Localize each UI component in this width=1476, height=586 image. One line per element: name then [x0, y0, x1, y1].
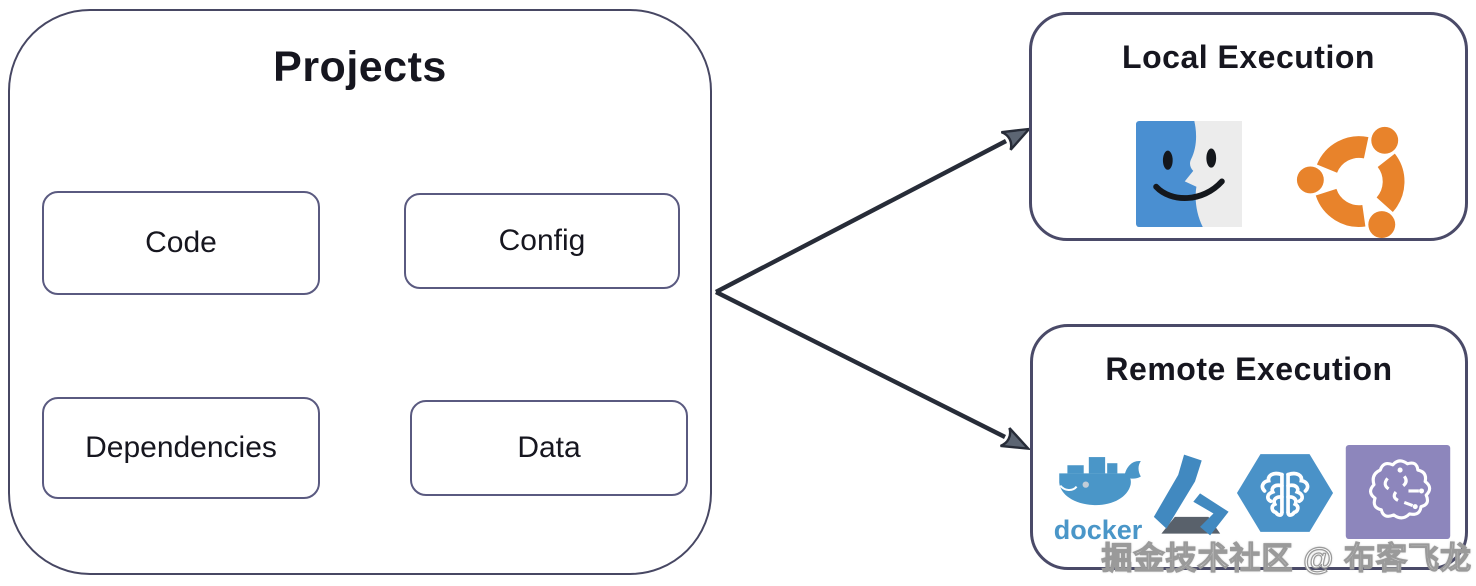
- projects-group-box: Projects Code Config Dependencies Data: [8, 9, 712, 575]
- ubuntu-logo-icon: [1296, 126, 1405, 239]
- config-label: Config: [498, 224, 586, 257]
- docker-whale-icon: [1059, 457, 1141, 506]
- projects-title: Projects: [273, 43, 447, 91]
- macos-finder-icon: [1136, 121, 1242, 227]
- data-label: Data: [517, 431, 581, 464]
- dependencies-label: Dependencies: [85, 431, 277, 464]
- arrow-to-local-execution: [714, 127, 1033, 294]
- local-execution-title: Local Execution: [1122, 39, 1375, 75]
- arrow-to-remote-execution: [715, 290, 1032, 451]
- dependencies-box: Dependencies: [42, 397, 320, 499]
- azure-ml-flask-icon: [1153, 454, 1229, 536]
- docker-logo-icon: docker: [1047, 453, 1149, 544]
- cloud-ml-brain-hexagon-icon: [1236, 454, 1334, 532]
- docker-wordmark: docker: [1053, 515, 1143, 546]
- code-label: Code: [145, 226, 217, 259]
- remote-execution-box: Remote Execution docker: [1030, 324, 1468, 570]
- remote-execution-title: Remote Execution: [1105, 351, 1393, 387]
- watermark-text: 掘金技术社区 @ 布客飞龙: [1101, 540, 1472, 576]
- ml-brain-purple-icon: [1345, 445, 1451, 539]
- config-box: Config: [404, 193, 680, 289]
- local-execution-box: Local Execution: [1029, 12, 1468, 241]
- data-box: Data: [410, 400, 688, 496]
- code-box: Code: [42, 191, 320, 295]
